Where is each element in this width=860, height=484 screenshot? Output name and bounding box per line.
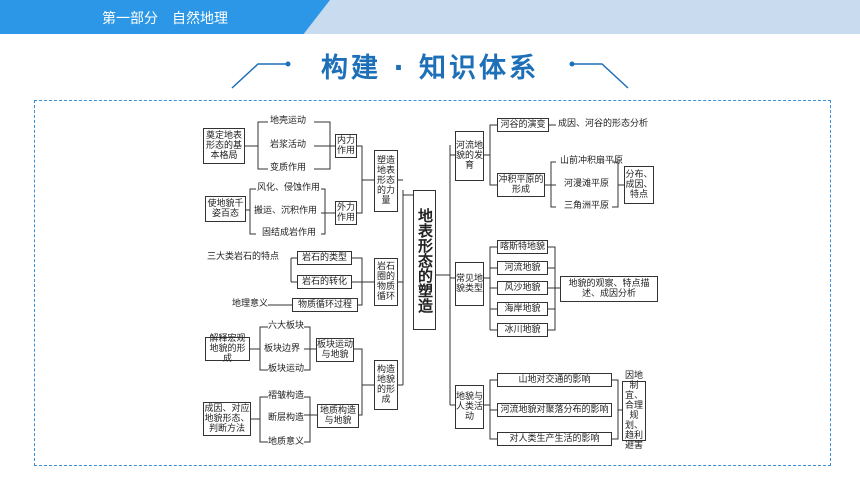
plate-item-3: 板块运动: [268, 364, 305, 374]
struct-item-1: 褶皱构造: [268, 391, 305, 401]
plain-item-2: 河漫滩平原: [564, 179, 610, 189]
section-tab: 第一部分 自然地理: [0, 0, 330, 34]
plate-box: 板块运动与地貌: [316, 338, 354, 362]
inner-item-1: 地壳运动: [270, 116, 307, 126]
shape-force-box: 塑造地表形态的力量: [374, 150, 398, 212]
struct-box: 地质构造与地貌: [317, 404, 359, 428]
rock-cycle-box: 岩石圈的物质循环: [374, 258, 398, 306]
human-box: 地貌与人类活动: [455, 385, 484, 429]
common-desc-box: 地貌的观察、特点描述、成因分析: [560, 276, 658, 302]
struct-result-box: 成因、对应地貌形态、判断方法: [203, 402, 251, 436]
plain-desc-box: 分布、成因、特点: [624, 166, 654, 204]
valley-box: 河谷的演变: [497, 118, 549, 132]
human-item-1: 山地对交通的影响: [497, 373, 612, 387]
common-item-2: 河流地貌: [497, 261, 548, 275]
inner-result-box: 奠定地表形态的基本格局: [203, 128, 245, 164]
plain-item-1: 山前冲积扇平原: [560, 156, 624, 166]
valley-desc: 成因、河谷的形态分析: [558, 119, 649, 129]
inner-force-box: 内力作用: [335, 134, 357, 158]
common-item-3: 风沙地貌: [497, 281, 548, 295]
outer-item-2: 搬运、沉积作用: [254, 206, 318, 216]
center-topic: 地表形态的塑造: [413, 190, 436, 330]
rock-item-2: 岩石的转化: [297, 275, 352, 289]
diagram-frame: [34, 100, 831, 466]
common-box: 常见地貌类型: [455, 262, 484, 306]
river-box: 河流地貌的发育: [455, 131, 484, 181]
tectonic-box: 构造地貌的形成: [374, 360, 398, 410]
inner-item-2: 岩浆活动: [270, 140, 307, 150]
rock-feature-label: 三大类岩石的特点: [207, 252, 280, 262]
plate-item-1: 六大板块: [268, 321, 305, 331]
common-item-5: 冰川地貌: [497, 323, 548, 337]
common-item-4: 海岸地貌: [497, 302, 548, 316]
human-item-2: 河流地貌对聚落分布的影响: [497, 403, 612, 417]
plain-box: 冲积平原的形成: [497, 173, 545, 197]
outer-force-box: 外力作用: [335, 201, 357, 225]
struct-item-3: 地质意义: [268, 437, 305, 447]
plate-result-box: 解释宏观地貌的形成: [205, 334, 250, 364]
plate-item-2: 板块边界: [264, 344, 301, 354]
struct-item-2: 断层构造: [268, 413, 305, 423]
plain-item-3: 三角洲平原: [564, 201, 610, 211]
rock-item-1: 岩石的类型: [297, 251, 352, 265]
outer-item-1: 风化、侵蚀作用: [257, 183, 321, 193]
title-decoration: [231, 61, 629, 89]
rock-meaning-label: 地理意义: [232, 299, 269, 309]
human-item-3: 对人类生产生活的影响: [497, 432, 612, 446]
human-desc-box: 因地制宜、合理规划、趋利避害: [622, 371, 646, 451]
rock-item-3: 物质循环过程: [292, 298, 358, 312]
page-title: 构建 · 知识体系: [320, 53, 540, 84]
outer-result-box: 使地貌千姿百态: [205, 196, 246, 222]
common-item-1: 喀斯特地貌: [497, 240, 548, 254]
section-title: 第一部分 自然地理: [102, 10, 228, 26]
inner-item-3: 变质作用: [270, 163, 307, 173]
outer-item-3: 固结成岩作用: [262, 228, 317, 238]
